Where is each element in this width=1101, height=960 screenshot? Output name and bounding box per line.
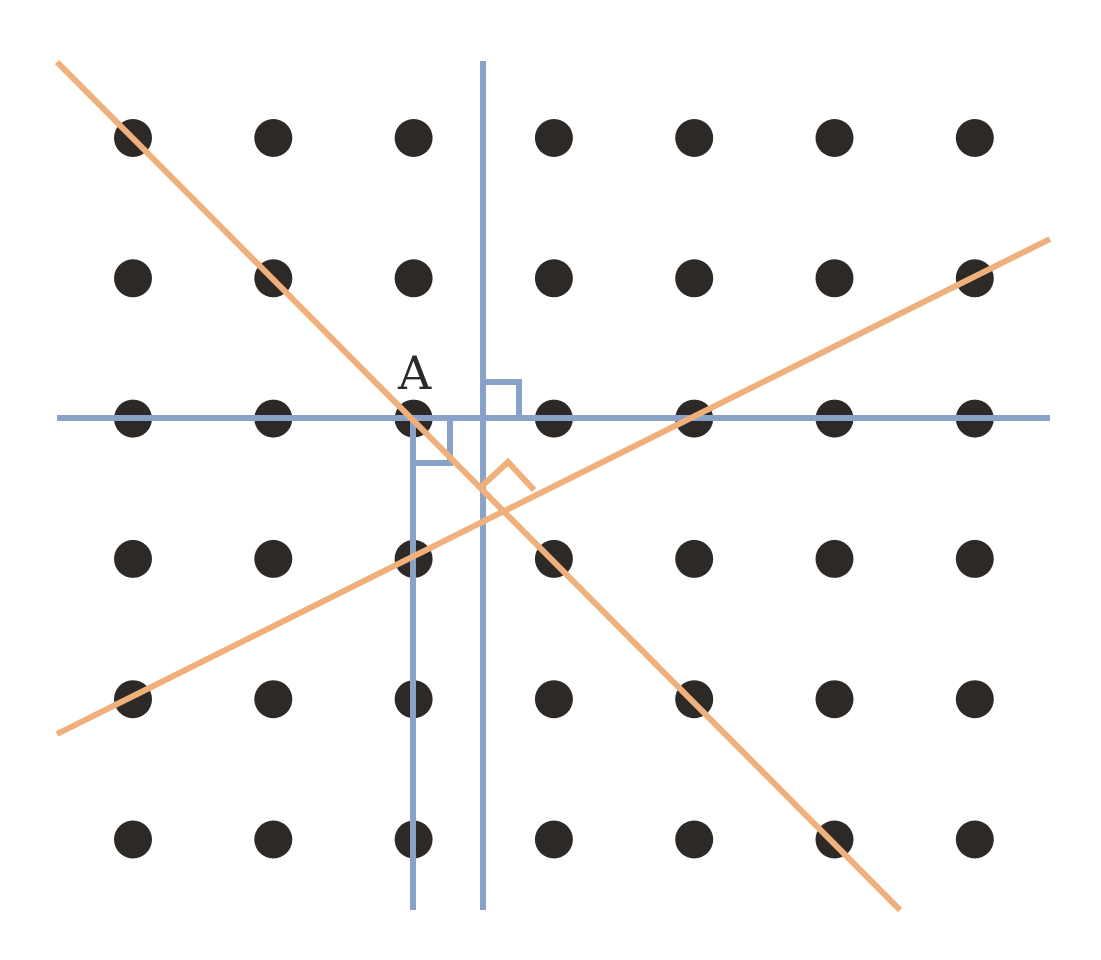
grid-dot — [534, 680, 573, 719]
grid-dot — [394, 259, 433, 298]
right-angle-mark-orange — [479, 457, 537, 493]
right-angle-mark-upper — [486, 379, 522, 415]
grid-dot — [534, 119, 573, 157]
grid-dot — [955, 820, 994, 859]
grid-dot — [254, 680, 293, 719]
grid-dot — [815, 259, 854, 298]
diagonal-line-up — [55, 236, 1052, 737]
right-angle-mark-at-a — [416, 421, 453, 466]
grid-dot — [955, 680, 994, 719]
dot-grid — [114, 119, 994, 859]
grid-dot — [254, 820, 293, 859]
grid-dot — [114, 539, 152, 578]
grid-dot — [675, 820, 714, 859]
grid-dot — [534, 820, 573, 859]
grid-dot — [815, 539, 854, 578]
grid-dot — [815, 119, 854, 157]
grid-dot — [254, 119, 293, 157]
grid-dot — [534, 259, 573, 298]
grid-dot — [815, 680, 854, 719]
grid-dot — [955, 119, 994, 157]
grid-dot — [675, 539, 714, 578]
grid-dot — [114, 820, 152, 859]
point-label-a: A — [397, 346, 432, 400]
grid-dot — [394, 119, 433, 157]
grid-dot — [114, 259, 152, 298]
grid-dot — [815, 820, 854, 859]
diagonal-line-down — [54, 59, 903, 913]
grid-dot — [254, 539, 293, 578]
lines-layer — [54, 59, 1052, 913]
grid-dot — [955, 539, 994, 578]
grid-dot — [675, 119, 714, 157]
grid-dot — [675, 259, 714, 298]
